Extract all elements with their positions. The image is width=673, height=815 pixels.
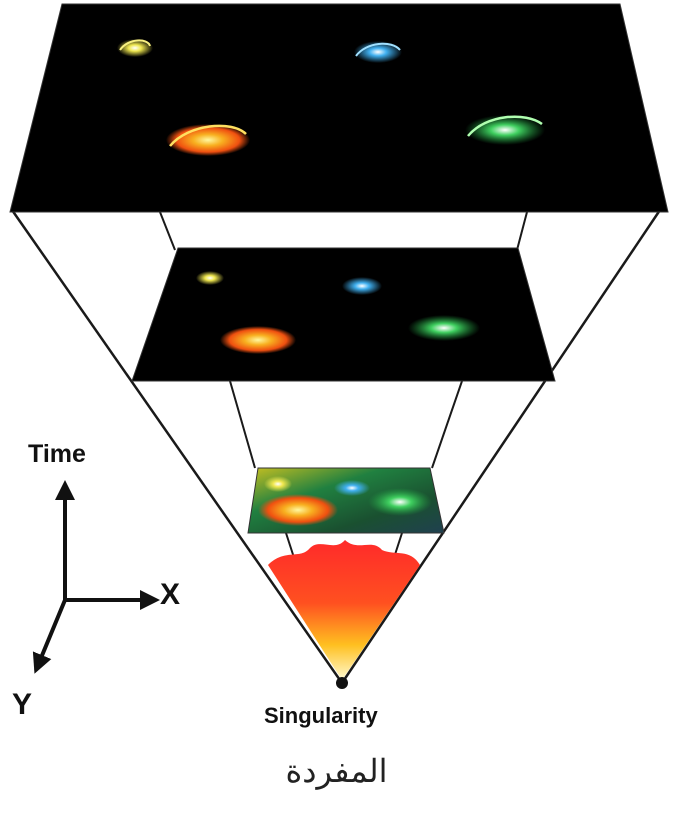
time-axis-label: Time <box>28 440 86 468</box>
galaxy-green-large <box>465 115 545 145</box>
singularity-label: Singularity <box>264 703 378 728</box>
galaxy-blue-small <box>334 480 370 496</box>
y-axis-label: Y <box>12 688 33 721</box>
x-axis-label: X <box>160 578 181 611</box>
singularity-dot-icon <box>336 677 348 689</box>
inner-line <box>229 380 256 469</box>
arabic-caption: المفردة <box>285 752 388 790</box>
fireball-glow <box>268 540 420 680</box>
inner-line <box>516 211 528 251</box>
galaxy-blue-large <box>354 41 402 63</box>
y-arrow-icon <box>32 599 67 674</box>
galaxy-orange-small <box>258 494 338 526</box>
inner-line <box>431 380 463 469</box>
space-slice-present <box>9 3 669 213</box>
space-slice-middle <box>131 247 556 382</box>
inner-line <box>159 211 176 251</box>
galaxy-orange-mid <box>220 326 296 354</box>
galaxy-yellow-mid <box>196 271 224 285</box>
cone-edge-left <box>10 209 344 684</box>
galaxy-blue-mid <box>342 277 382 295</box>
galaxy-yellow-small <box>264 476 292 492</box>
cone-edge-right <box>340 209 662 684</box>
galaxy-orange-large <box>166 124 250 156</box>
galaxy-green-mid <box>408 315 480 341</box>
galaxy-yellow-large <box>117 39 153 57</box>
galaxy-green-small <box>368 488 432 516</box>
